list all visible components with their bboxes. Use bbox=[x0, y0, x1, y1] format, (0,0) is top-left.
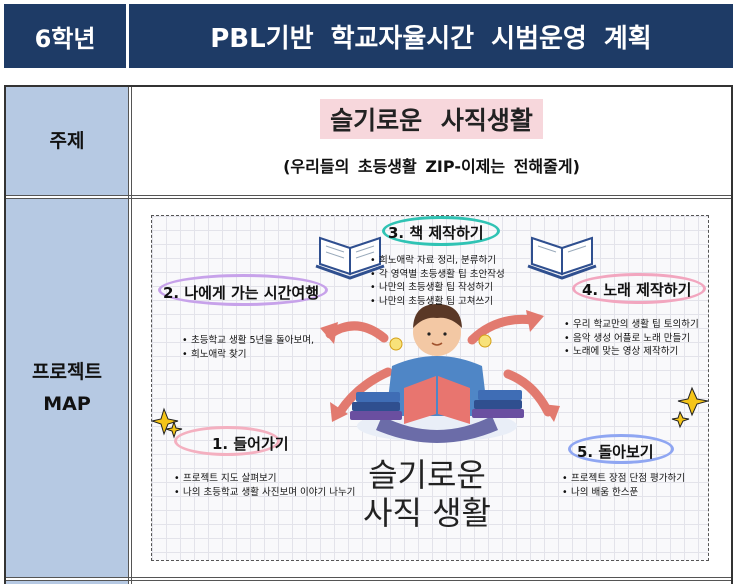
header-bar: 6학년 PBL기반 학교자율시간 시범운영 계획 bbox=[4, 4, 733, 68]
project-label-line2: MAP bbox=[43, 393, 91, 415]
list-item: 희노애락 자료 정리, 분류하기 bbox=[370, 254, 505, 268]
project-map: 3. 책 제작하기 2. 나에게 가는 시간여행 4. 노래 제작하기 1. 들… bbox=[151, 215, 709, 561]
column-divider bbox=[128, 87, 129, 584]
header-divider bbox=[126, 4, 129, 68]
step3-title: 3. 책 제작하기 bbox=[388, 224, 484, 242]
list-item: 각 영역별 초등생활 팁 초안작성 bbox=[370, 268, 505, 282]
list-item: 음악 생성 어플로 노래 만들기 bbox=[564, 332, 699, 346]
step2-list: 초등학교 생활 5년을 돌아보며, 희노애락 찾기 bbox=[182, 334, 314, 361]
page-title: PBL기반 학교자율시간 시범운영 계획 bbox=[210, 23, 652, 54]
step5-title: 5. 돌아보기 bbox=[577, 443, 654, 461]
row-divider bbox=[6, 580, 731, 581]
topic-title-text: 슬기로운 사직생활 bbox=[320, 99, 543, 139]
row-divider bbox=[6, 577, 731, 578]
step1-title: 1. 들어가기 bbox=[212, 435, 289, 453]
step5-ring bbox=[568, 434, 674, 464]
center-title-line2: 사직 생활 bbox=[363, 494, 491, 532]
list-item: 희노애락 찾기 bbox=[182, 348, 314, 362]
project-label-line1: 프로젝트 bbox=[32, 360, 102, 383]
map-center-title: 슬기로운 사직 생활 bbox=[347, 456, 507, 532]
row-divider bbox=[6, 195, 731, 196]
topic-label: 주제 bbox=[6, 87, 128, 195]
open-book-icon bbox=[527, 236, 597, 280]
list-item: 나만의 초등생활 팁 작성하기 bbox=[370, 281, 505, 295]
list-item: 프로젝트 지도 살펴보기 bbox=[174, 472, 355, 486]
list-item: 나의 초등학교 생활 사진보며 이야기 나누기 bbox=[174, 486, 355, 500]
step4-ring bbox=[572, 273, 706, 304]
list-item: 나의 배움 한스푼 bbox=[562, 486, 685, 500]
step4-title: 4. 노래 제작하기 bbox=[582, 281, 692, 299]
project-map-label: 프로젝트 MAP bbox=[6, 199, 128, 577]
next-row-label bbox=[6, 581, 128, 584]
column-divider bbox=[131, 87, 132, 584]
step2-ring bbox=[158, 274, 328, 306]
topic-subtitle: (우리들의 초등생활 ZIP-이제는 전해줄게) bbox=[283, 157, 580, 176]
step1-ring bbox=[174, 426, 280, 456]
list-item: 노래에 맞는 영상 제작하기 bbox=[564, 345, 699, 359]
map-illustration bbox=[152, 236, 708, 443]
list-item: 프로젝트 장점 단점 평가하기 bbox=[562, 472, 685, 486]
list-item: 우리 학교만의 생활 팁 토의하기 bbox=[564, 318, 699, 332]
center-title-line1: 슬기로운 bbox=[368, 456, 486, 494]
student-reading-illustration bbox=[350, 304, 524, 443]
step2-title: 2. 나에게 가는 시간여행 bbox=[163, 284, 320, 302]
topic-title: 슬기로운 사직생활 bbox=[132, 99, 731, 139]
list-item: 나만의 초등생활 팁 고쳐쓰기 bbox=[370, 295, 505, 309]
row-divider bbox=[6, 198, 731, 199]
step4-list: 우리 학교만의 생활 팁 토의하기 음악 생성 어플로 노래 만들기 노래에 맞… bbox=[564, 318, 699, 359]
plan-table: 주제 슬기로운 사직생활 (우리들의 초등생활 ZIP-이제는 전해줄게) 프로… bbox=[4, 85, 733, 584]
step5-list: 프로젝트 장점 단점 평가하기 나의 배움 한스푼 bbox=[562, 472, 685, 499]
step1-list: 프로젝트 지도 살펴보기 나의 초등학교 생활 사진보며 이야기 나누기 bbox=[174, 472, 355, 499]
list-item: 초등학교 생활 5년을 돌아보며, bbox=[182, 334, 314, 348]
grade-label: 6학년 bbox=[34, 24, 96, 53]
step3-list: 희노애락 자료 정리, 분류하기 각 영역별 초등생활 팁 초안작성 나만의 초… bbox=[370, 254, 505, 308]
step3-ring bbox=[382, 216, 500, 246]
